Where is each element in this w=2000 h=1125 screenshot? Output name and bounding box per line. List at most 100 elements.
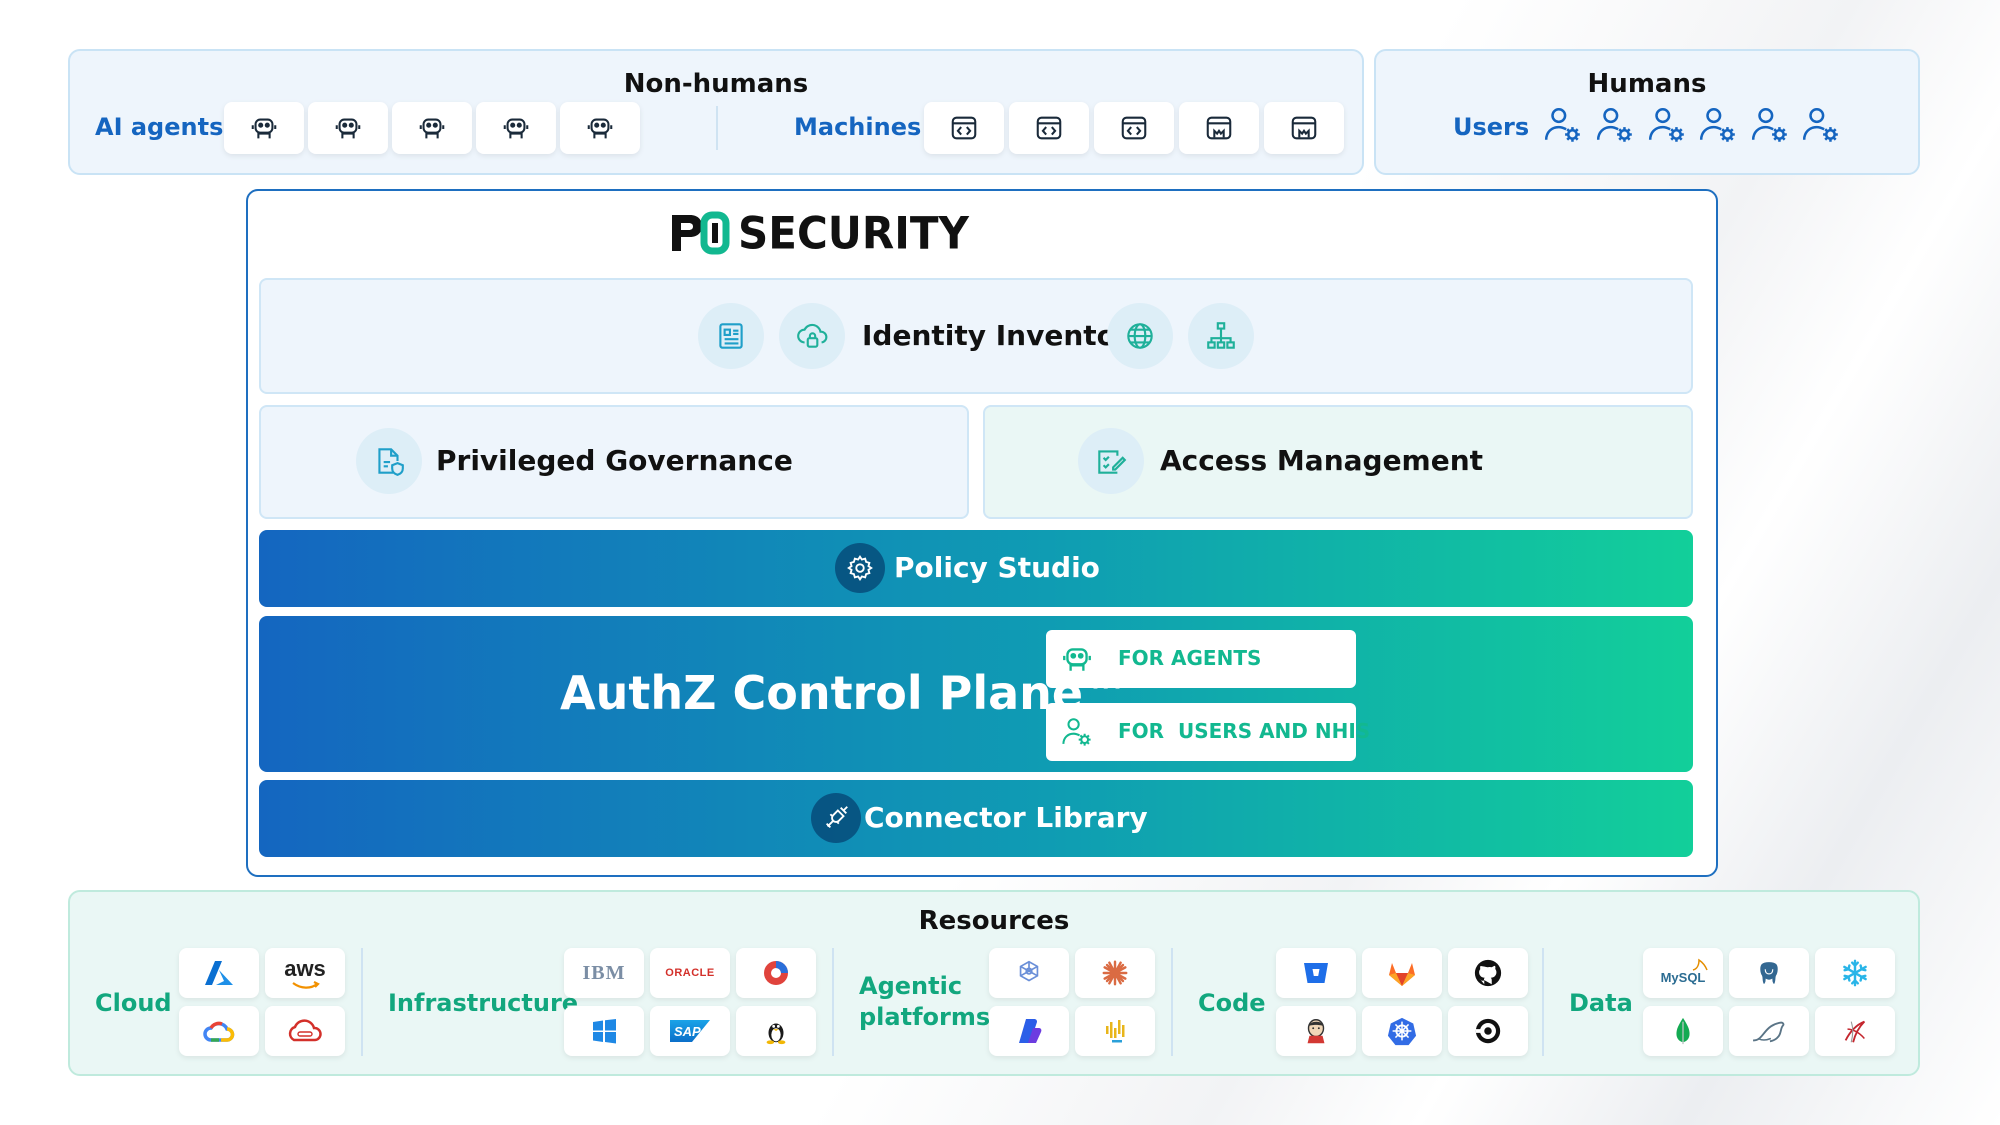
mysql-logo-tile[interactable]: MySQL <box>1643 948 1723 998</box>
access-management-title: Access Management <box>1160 444 1484 477</box>
divider <box>832 948 834 1056</box>
code-window-icon <box>951 116 977 140</box>
for-agents-chip[interactable]: FOR AGENTS <box>1046 630 1356 688</box>
robot-icon <box>1063 648 1091 671</box>
identity-inventory-title: Identity Inventory <box>862 319 1148 352</box>
authz-control-plane-band[interactable] <box>259 616 1693 772</box>
databricks-logo-tile[interactable] <box>1075 1006 1155 1056</box>
policy-studio-band[interactable] <box>259 530 1693 607</box>
data-label: Data <box>1569 989 1633 1017</box>
oracle-cloud-logo-tile[interactable] <box>265 1006 345 1056</box>
robot-icon <box>419 118 445 139</box>
ai-agent-tile[interactable] <box>224 102 304 154</box>
infrastructure-label: Infrastructure <box>388 989 579 1017</box>
circleci-logo <box>1475 1018 1501 1044</box>
mascot-window-icon <box>1291 116 1317 140</box>
machine-tile[interactable] <box>1179 102 1259 154</box>
user-gear-icon <box>1751 107 1787 142</box>
linux-logo-tile[interactable] <box>736 1006 816 1056</box>
access-management-icon <box>1078 428 1144 494</box>
for-users-nhis-label: FOR USERS AND NHIS <box>1118 719 1371 743</box>
ibm-logo: IBM <box>582 961 626 984</box>
gitlab-logo <box>1389 963 1415 986</box>
mongodb-logo <box>1676 1017 1690 1045</box>
machines-label: Machines <box>794 113 922 141</box>
azure-ai-logo <box>1019 1019 1042 1043</box>
github-logo <box>1474 959 1502 987</box>
postgresql-logo-tile[interactable] <box>1729 948 1809 998</box>
identity-inventory-icon-1 <box>698 303 764 369</box>
cloud-lock-icon <box>797 323 828 348</box>
connector-library-title: Connector Library <box>864 801 1148 834</box>
robot-icon <box>587 118 613 139</box>
for-users-nhis-chip[interactable]: FOR USERS AND NHIS <box>1046 703 1370 761</box>
gear-icon <box>847 555 873 581</box>
claude-logo <box>1102 960 1128 986</box>
mariadb-logo <box>1753 1021 1785 1043</box>
openshift-logo <box>764 961 788 985</box>
sap-logo-tile[interactable]: SAP <box>650 1006 730 1056</box>
aws-logo-tile[interactable]: aws <box>265 948 345 998</box>
openai-logo <box>1019 960 1039 982</box>
ai-agent-tile[interactable] <box>392 102 472 154</box>
machine-tile[interactable] <box>1094 102 1174 154</box>
document-list-icon <box>719 323 743 349</box>
claude-logo-tile[interactable] <box>1075 948 1155 998</box>
machine-tile[interactable] <box>1009 102 1089 154</box>
ai-agent-tile[interactable] <box>308 102 388 154</box>
identity-inventory-box[interactable] <box>259 278 1693 394</box>
checklist-edit-icon <box>1098 450 1127 474</box>
kubernetes-logo-tile[interactable] <box>1362 1006 1442 1056</box>
ibm-logo-tile[interactable]: IBM <box>564 948 644 998</box>
identity-inventory-icon-3 <box>1107 303 1173 369</box>
sql-server-logo <box>1844 1020 1866 1043</box>
snowflake-logo-tile[interactable] <box>1815 948 1895 998</box>
connector-library-icon <box>811 793 861 843</box>
robot-icon <box>251 118 277 139</box>
mongodb-logo-tile[interactable] <box>1643 1006 1723 1056</box>
mariadb-logo-tile[interactable] <box>1729 1006 1809 1056</box>
nonhumans-title: Non-humans <box>623 69 809 99</box>
robot-icon <box>335 118 361 139</box>
agentic-platforms-label: Agentic platforms <box>859 971 990 1033</box>
agentic-label-line1: Agentic <box>859 972 963 1000</box>
logo-text: SECURITY <box>738 207 969 259</box>
databricks-logo <box>1106 1020 1125 1043</box>
humans-panel: Humans <box>1374 49 1920 175</box>
ai-agent-tile[interactable] <box>560 102 640 154</box>
for-agents-label: FOR AGENTS <box>1118 646 1262 670</box>
azure-logo-tile[interactable] <box>179 948 259 998</box>
robot-icon <box>503 118 529 139</box>
bitbucket-logo <box>1304 963 1328 983</box>
jenkins-logo <box>1307 1019 1325 1044</box>
ai-agents-label: AI agents <box>95 113 224 141</box>
machine-tile[interactable] <box>924 102 1004 154</box>
sql-server-logo-tile[interactable] <box>1815 1006 1895 1056</box>
privileged-governance-title: Privileged Governance <box>436 444 793 477</box>
user-gear-icon <box>1544 107 1580 142</box>
windows-logo-tile[interactable] <box>564 1006 644 1056</box>
authz-control-plane-title: AuthZ Control Plane™ <box>560 666 1130 720</box>
user-gear-icon <box>1699 107 1735 142</box>
user-gear-icon <box>1596 107 1632 142</box>
azure-ai-logo-tile[interactable] <box>989 1006 1069 1056</box>
openshift-logo-tile[interactable] <box>736 948 816 998</box>
code-window-icon <box>1121 116 1147 140</box>
circleci-logo-tile[interactable] <box>1448 1006 1528 1056</box>
aws-smile-icon <box>292 981 320 989</box>
github-logo-tile[interactable] <box>1448 948 1528 998</box>
connector-library-band[interactable] <box>259 780 1693 857</box>
jenkins-logo-tile[interactable] <box>1276 1006 1356 1056</box>
divider <box>361 948 363 1056</box>
gitlab-logo-tile[interactable] <box>1362 948 1442 998</box>
openai-logo-tile[interactable] <box>989 948 1069 998</box>
bitbucket-logo-tile[interactable] <box>1276 948 1356 998</box>
machine-tile[interactable] <box>1264 102 1344 154</box>
oracle-logo-tile[interactable]: ORACLE <box>650 948 730 998</box>
linux-logo <box>766 1023 786 1045</box>
sap-badge: SAP <box>670 1020 710 1042</box>
kubernetes-logo <box>1387 1017 1417 1046</box>
google-cloud-logo-tile[interactable] <box>179 1006 259 1056</box>
mascot-window-icon <box>1206 116 1232 140</box>
ai-agent-tile[interactable] <box>476 102 556 154</box>
